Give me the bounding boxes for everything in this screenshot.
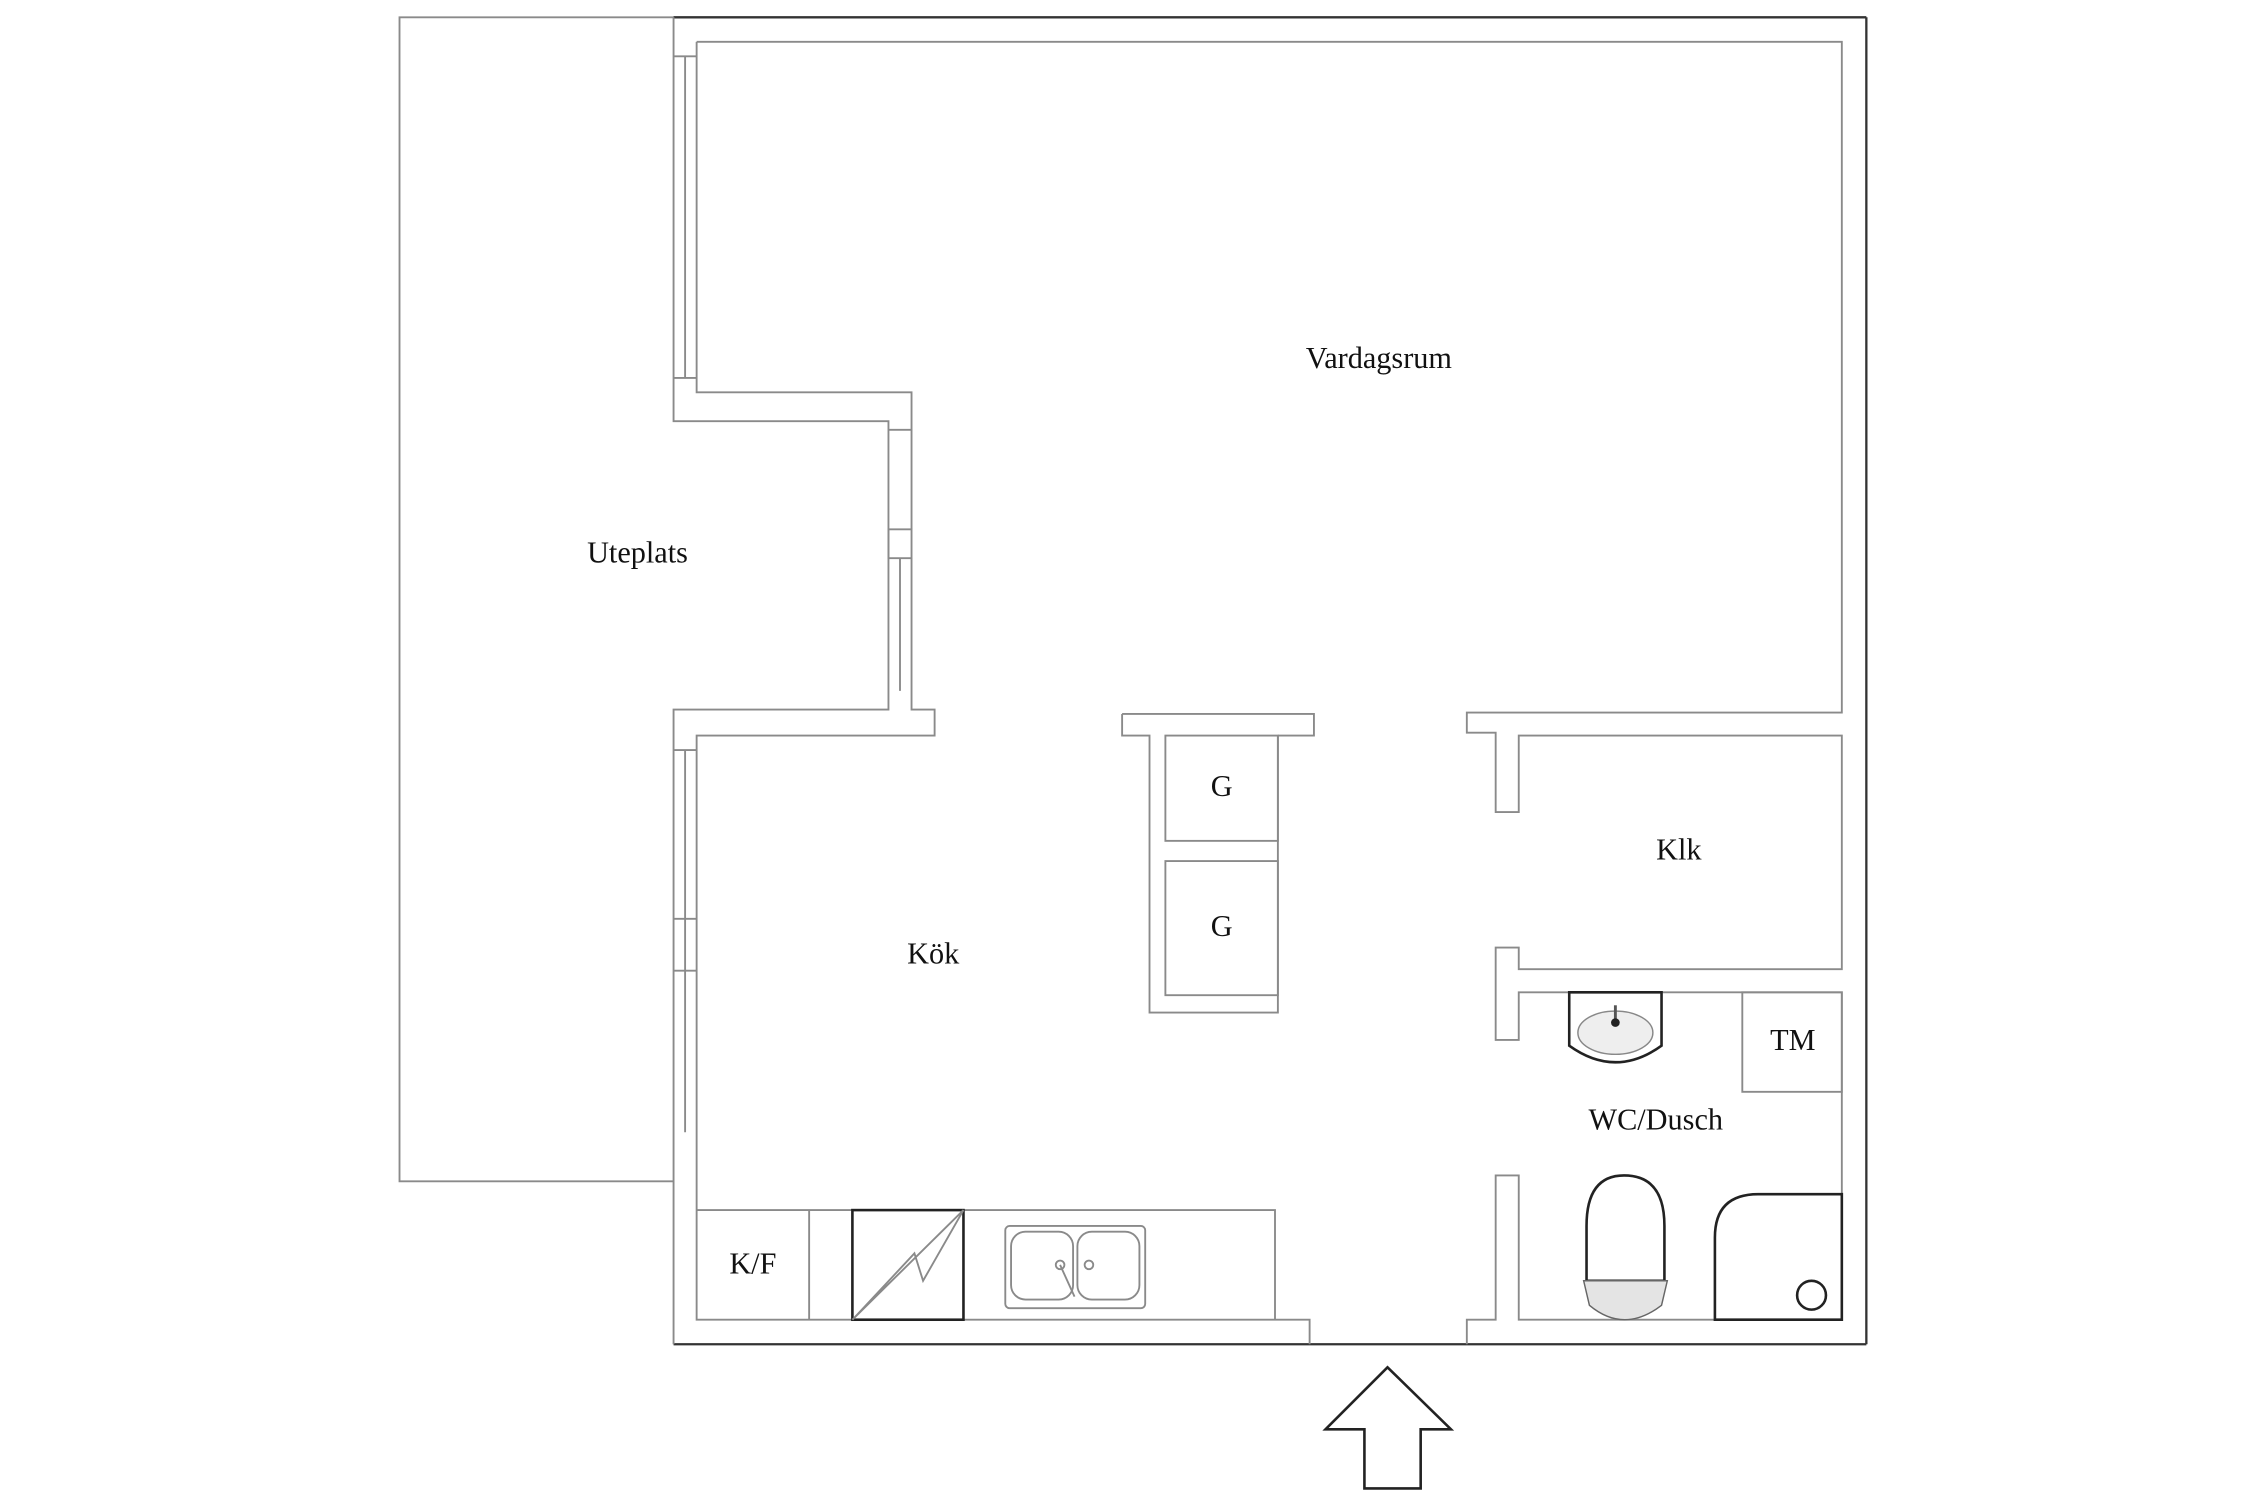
room-label-uteplats: Uteplats	[587, 536, 688, 570]
kitchen-counter	[696, 1208, 1276, 1322]
room-label-wc-dusch: WC/Dusch	[1589, 1102, 1724, 1136]
fixture-label-garderob-1: G	[1211, 769, 1233, 803]
entrance-arrow-icon	[1322, 1365, 1455, 1490]
terrace-outline	[398, 16, 674, 1183]
room-label-vardagsrum: Vardagsrum	[1306, 341, 1453, 375]
fixture-label-tm: TM	[1770, 1023, 1815, 1057]
wardrobe-block	[1121, 713, 1315, 1014]
bathroom-fixtures	[1567, 991, 1844, 1322]
fixture-label-garderob-2: G	[1211, 909, 1233, 943]
room-label-klk: Klk	[1656, 833, 1702, 867]
west-wall	[672, 17, 1843, 1345]
outer-wall	[673, 16, 1868, 1346]
fixture-label-kf: K/F	[729, 1247, 776, 1281]
room-label-kok: Kök	[907, 936, 960, 970]
